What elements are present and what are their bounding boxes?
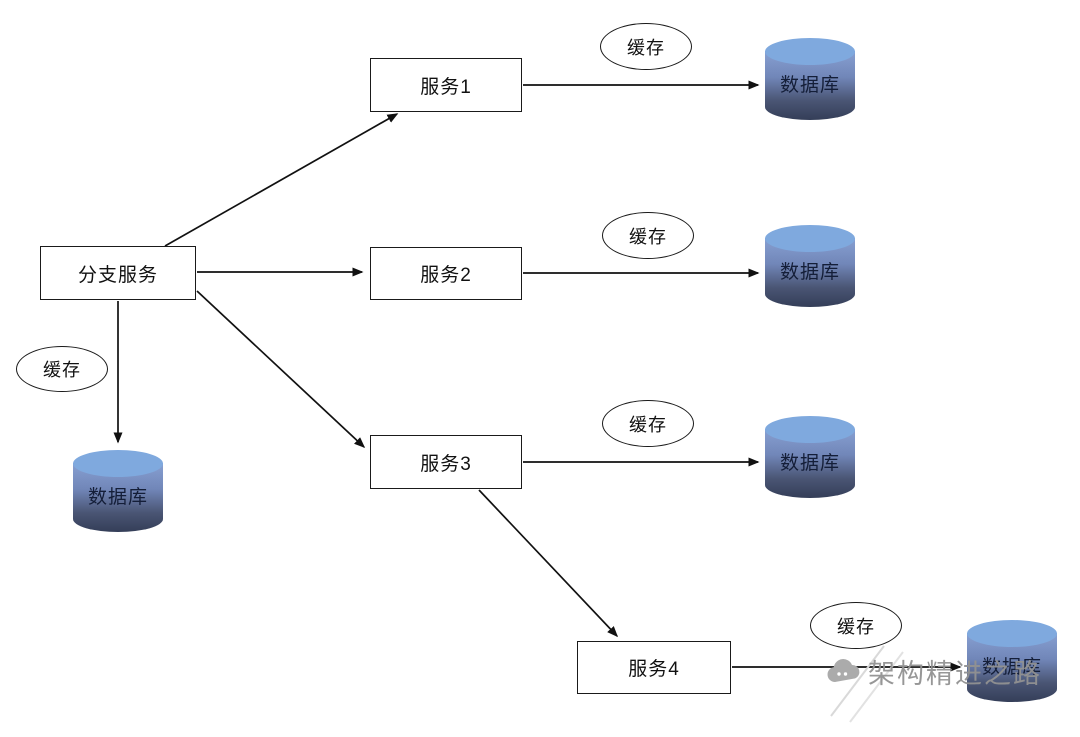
service4-label: 服务4 [628,659,680,680]
cache-badge-branch: 缓存 [16,346,108,392]
cache-label: 缓存 [629,414,667,435]
service3-label: 服务3 [420,453,472,475]
service1-node: 服务1 [370,58,522,112]
arrow-branch-to-service1 [164,113,399,247]
service4-node: 服务4 [577,641,731,694]
watermark: 架构精进之路 [826,652,1042,691]
cloud-icon [827,658,860,682]
database-label: 数据库 [87,487,148,508]
database-cylinder-top-icon [967,620,1057,647]
database-cylinder-top-icon [765,416,855,443]
cache-badge-service2: 缓存 [602,212,694,259]
database-cylinder-top-icon [765,38,855,65]
service1-label: 服务1 [420,76,472,98]
database-label: 数据库 [779,75,840,96]
database-node-4: 数据库 [967,620,1057,715]
database-node-2: 数据库 [765,225,855,320]
cache-label: 缓存 [837,616,875,637]
service2-label: 服务2 [420,265,472,286]
database-cylinder-top-icon [765,225,855,252]
service2-node: 服务2 [370,247,522,300]
watermark-text: 架构精进之路 [868,659,1042,689]
database-label: 数据库 [779,262,840,283]
arrow-branch-to-service3 [196,290,366,449]
cache-label: 缓存 [43,360,81,380]
watermark-slash-line [830,645,885,717]
database-label: 数据库 [981,657,1042,678]
arrow-service3-to-service4 [478,489,619,638]
database-node-left: 数据库 [73,450,163,545]
cache-label: 缓存 [627,37,665,58]
cache-badge-service4: 缓存 [810,602,902,649]
database-node-3: 数据库 [765,416,855,511]
watermark-slash-line [849,651,904,723]
branch-service-label: 分支服务 [77,264,158,286]
cache-badge-service3: 缓存 [602,400,694,447]
service3-node: 服务3 [370,435,522,489]
cache-badge-service1: 缓存 [600,23,692,70]
database-cylinder-top-icon [73,450,163,477]
branch-service-node: 分支服务 [40,246,196,300]
database-node-1: 数据库 [765,38,855,133]
database-label: 数据库 [779,453,840,474]
cache-label: 缓存 [629,226,667,247]
